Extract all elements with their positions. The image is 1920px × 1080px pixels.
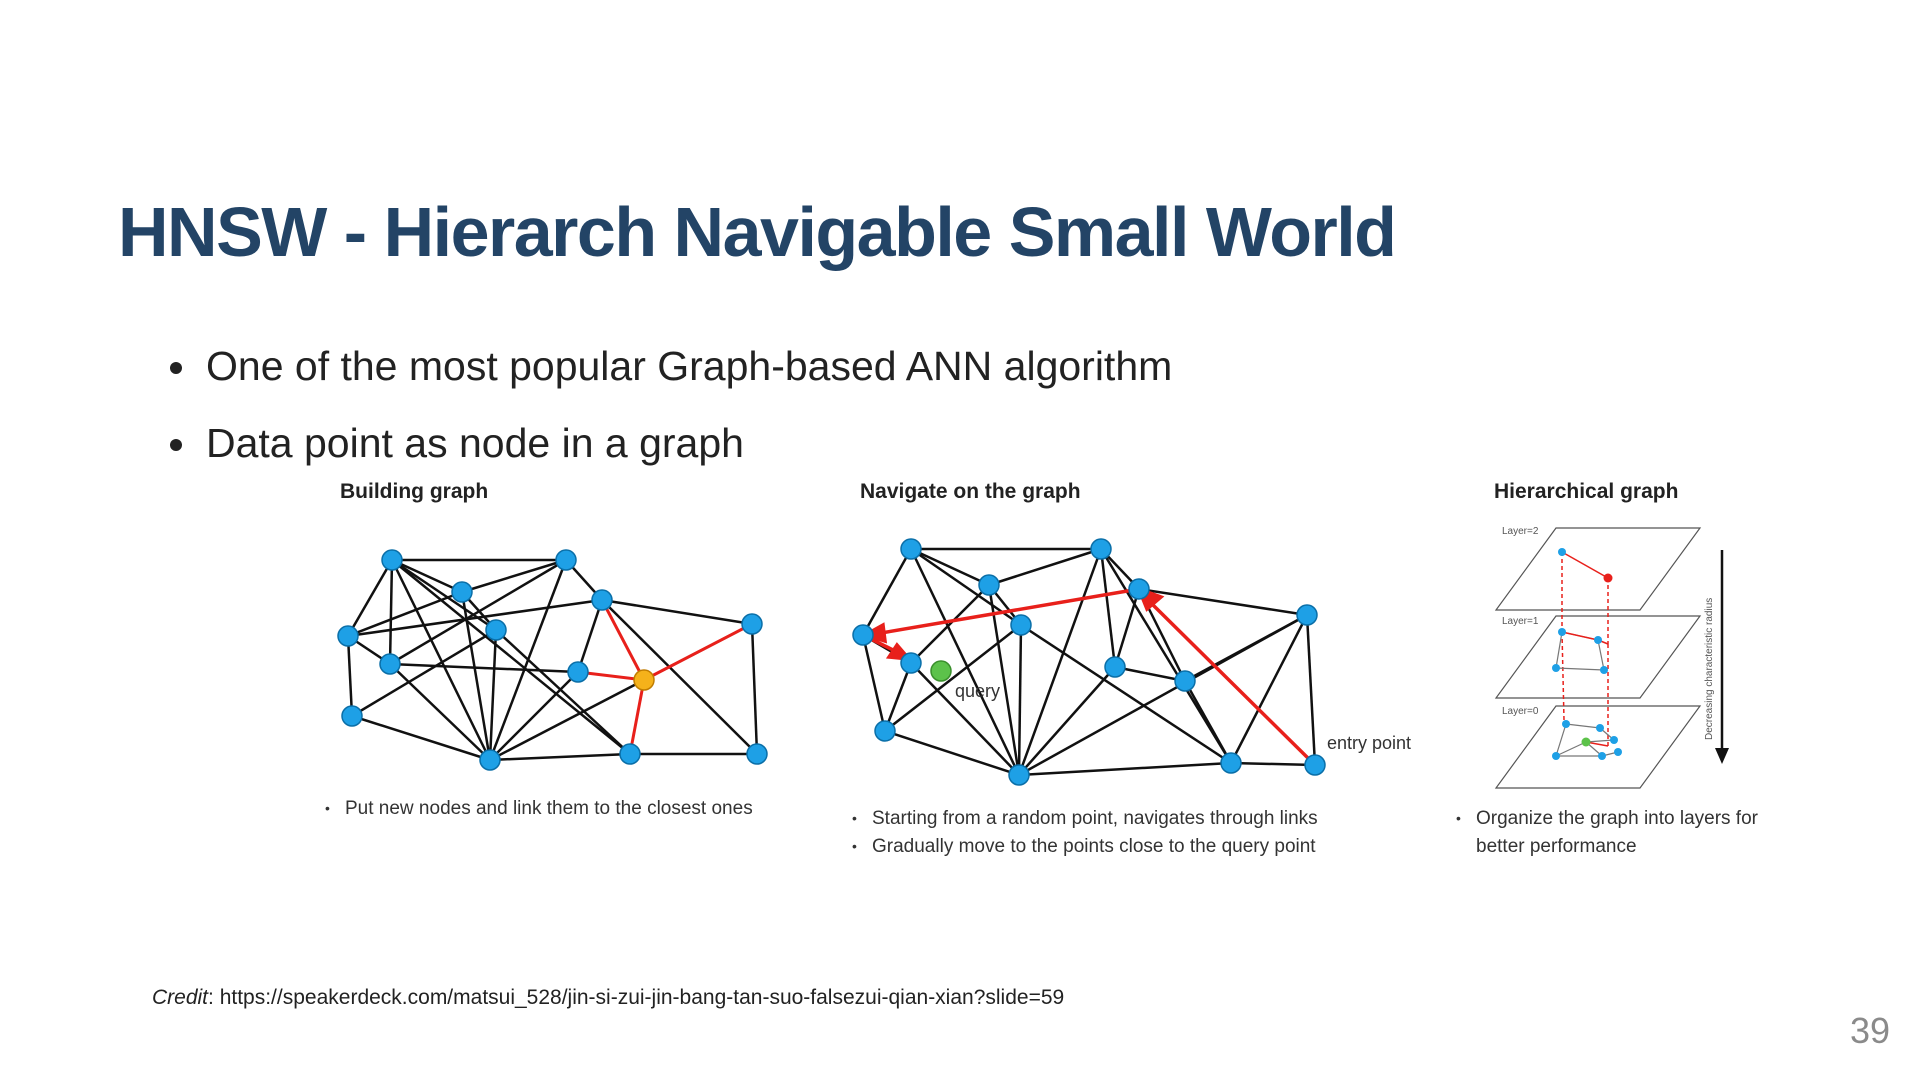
query-node bbox=[930, 660, 952, 682]
panel-caption: Put new nodes and link them to the close… bbox=[325, 798, 753, 820]
panel-title-navigate: Navigate on the graph bbox=[860, 480, 1081, 503]
query-label: query bbox=[955, 681, 1000, 701]
query-node bbox=[1581, 737, 1591, 747]
graph-node bbox=[1090, 538, 1112, 560]
graph-node bbox=[852, 624, 874, 646]
navigate-graph-diagram: query entry point bbox=[852, 538, 1411, 786]
graph-node bbox=[1562, 720, 1570, 728]
graph-node bbox=[1296, 604, 1318, 626]
graph-node bbox=[1600, 666, 1608, 674]
graph-node bbox=[900, 652, 922, 674]
bullet-list: One of the most popular Graph-based ANN … bbox=[170, 328, 1172, 482]
graph-node bbox=[1552, 664, 1560, 672]
layer-label: Layer=2 bbox=[1502, 526, 1539, 537]
axis-label: Decreasing characteristic radius bbox=[1704, 598, 1715, 740]
credit-label: Credit bbox=[152, 986, 209, 1009]
layer-label: Layer=0 bbox=[1502, 706, 1539, 717]
graph-node bbox=[479, 749, 501, 771]
graph-node bbox=[555, 549, 577, 571]
graph-node bbox=[485, 619, 507, 641]
graph-node bbox=[1220, 752, 1242, 774]
graph-node bbox=[591, 589, 613, 611]
graph-node bbox=[619, 743, 641, 765]
graph-node bbox=[1174, 670, 1196, 692]
building-graph-diagram bbox=[337, 549, 768, 771]
graph-node bbox=[337, 625, 359, 647]
panel-caption: Organize the graph into layers for bbox=[1456, 808, 1758, 830]
credit-url[interactable]: : https://speakerdeck.com/matsui_528/jin… bbox=[208, 986, 1065, 1009]
layer-plane bbox=[1494, 615, 1702, 699]
layer-plane bbox=[1494, 527, 1702, 611]
hierarchical-graph-diagram: Layer=2 Layer=1 Layer=0 bbox=[1494, 526, 1729, 789]
graph-node bbox=[1304, 754, 1326, 776]
graph-node bbox=[1558, 548, 1566, 556]
graph-node bbox=[1010, 614, 1032, 636]
panel-caption: better performance bbox=[1476, 836, 1637, 857]
panel-title-hierarchical: Hierarchical graph bbox=[1494, 480, 1679, 503]
graph-node bbox=[1594, 636, 1602, 644]
graph-node bbox=[1104, 656, 1126, 678]
layer-plane bbox=[1494, 705, 1702, 789]
bullet-item: Data point as node in a graph bbox=[170, 405, 1172, 482]
new-node bbox=[633, 669, 655, 691]
bullet-item: One of the most popular Graph-based ANN … bbox=[170, 328, 1172, 405]
graph-node bbox=[874, 720, 896, 742]
graph-node bbox=[1552, 752, 1560, 760]
page-number: 39 bbox=[1849, 1010, 1890, 1051]
graph-node bbox=[1008, 764, 1030, 786]
graph-node bbox=[1598, 752, 1606, 760]
entry-point-label: entry point bbox=[1327, 733, 1411, 753]
graph-node bbox=[1558, 628, 1566, 636]
arrow-down-icon bbox=[1715, 748, 1729, 764]
graph-node bbox=[741, 613, 763, 635]
graph-node bbox=[1614, 748, 1622, 756]
graph-node bbox=[451, 581, 473, 603]
graph-node bbox=[978, 574, 1000, 596]
panel-caption: Gradually move to the points close to th… bbox=[852, 836, 1316, 858]
graph-node bbox=[379, 653, 401, 675]
panel-caption: Starting from a random point, navigates … bbox=[852, 808, 1318, 830]
graph-node bbox=[381, 549, 403, 571]
graph-node bbox=[1610, 736, 1618, 744]
slide-title: HNSW - Hierarch Navigable Small World bbox=[118, 193, 1397, 271]
graph-node bbox=[900, 538, 922, 560]
graph-node bbox=[746, 743, 768, 765]
graph-node bbox=[1128, 578, 1150, 600]
credit-line: Credit: https://speakerdeck.com/matsui_5… bbox=[152, 986, 1064, 1010]
graph-node bbox=[1596, 724, 1604, 732]
panel-title-building: Building graph bbox=[340, 480, 489, 503]
layer-label: Layer=1 bbox=[1502, 616, 1539, 627]
graph-node bbox=[341, 705, 363, 727]
graph-node bbox=[567, 661, 589, 683]
graph-node bbox=[1603, 573, 1613, 583]
